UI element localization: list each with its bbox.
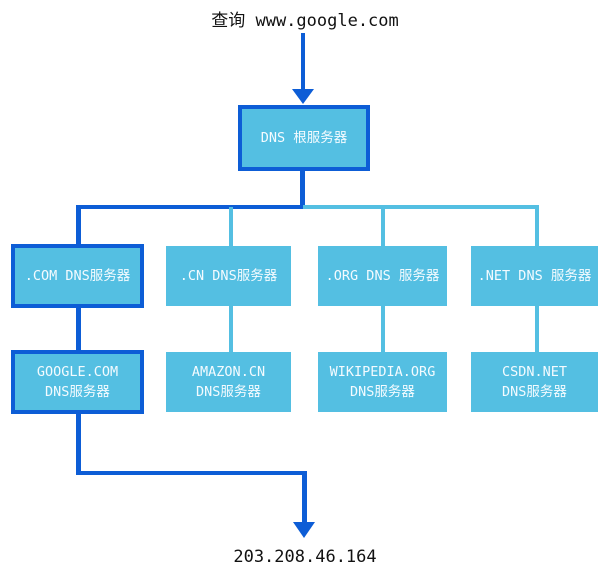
query-arrow-shaft xyxy=(301,33,305,91)
node-tld-net: .NET DNS 服务器 xyxy=(471,246,598,306)
connector-root-drop xyxy=(300,169,305,209)
node-auth-amazon: AMAZON.CN DNS服务器 xyxy=(166,352,291,412)
node-tld-cn-label: .CN DNS服务器 xyxy=(179,268,278,284)
node-auth-csdn-line2: DNS服务器 xyxy=(502,384,567,400)
node-auth-amazon-line1: AMAZON.CN xyxy=(191,364,266,380)
node-auth-csdn-line1: CSDN.NET xyxy=(501,364,568,380)
connector-drop-net xyxy=(535,205,539,247)
node-tld-com: .COM DNS服务器 xyxy=(11,244,144,308)
connector-drop-com xyxy=(76,205,81,246)
node-auth-csdn: CSDN.NET DNS服务器 xyxy=(471,352,598,412)
result-path-horizontal xyxy=(76,471,307,475)
node-dns-root-label: DNS 根服务器 xyxy=(260,130,348,146)
node-tld-org-label: .ORG DNS 服务器 xyxy=(325,268,440,284)
node-auth-wikipedia: WIKIPEDIA.ORG DNS服务器 xyxy=(318,352,447,412)
node-auth-google: GOOGLE.COM DNS服务器 xyxy=(11,350,144,414)
node-auth-google-line1: GOOGLE.COM xyxy=(36,364,119,380)
node-auth-amazon-line2: DNS服务器 xyxy=(196,384,261,400)
node-tld-cn: .CN DNS服务器 xyxy=(166,246,291,306)
query-arrowhead-icon xyxy=(292,89,314,104)
connector-net-csdn xyxy=(535,304,539,353)
connector-cn-amazon xyxy=(229,304,233,353)
result-path-vertical-1 xyxy=(76,410,81,475)
connector-drop-cn xyxy=(229,207,233,247)
result-arrow-shaft xyxy=(302,471,307,524)
connector-org-wikipedia xyxy=(381,304,385,353)
query-label: 查询 www.google.com xyxy=(211,11,399,31)
connector-drop-org xyxy=(381,207,385,247)
connector-bus-highlighted xyxy=(76,205,305,209)
node-auth-google-line2: DNS服务器 xyxy=(45,384,110,400)
node-tld-com-label: .COM DNS服务器 xyxy=(24,268,131,284)
node-dns-root: DNS 根服务器 xyxy=(238,105,370,171)
connector-com-google xyxy=(76,304,81,353)
node-auth-wikipedia-line1: WIKIPEDIA.ORG xyxy=(329,364,436,380)
node-auth-wikipedia-line2: DNS服务器 xyxy=(350,384,415,400)
node-tld-net-label: .NET DNS 服务器 xyxy=(477,268,592,284)
node-tld-org: .ORG DNS 服务器 xyxy=(318,246,447,306)
result-ip-label: 203.208.46.164 xyxy=(233,547,377,567)
connector-bus-branch xyxy=(303,205,539,209)
result-arrowhead-icon xyxy=(293,522,315,538)
